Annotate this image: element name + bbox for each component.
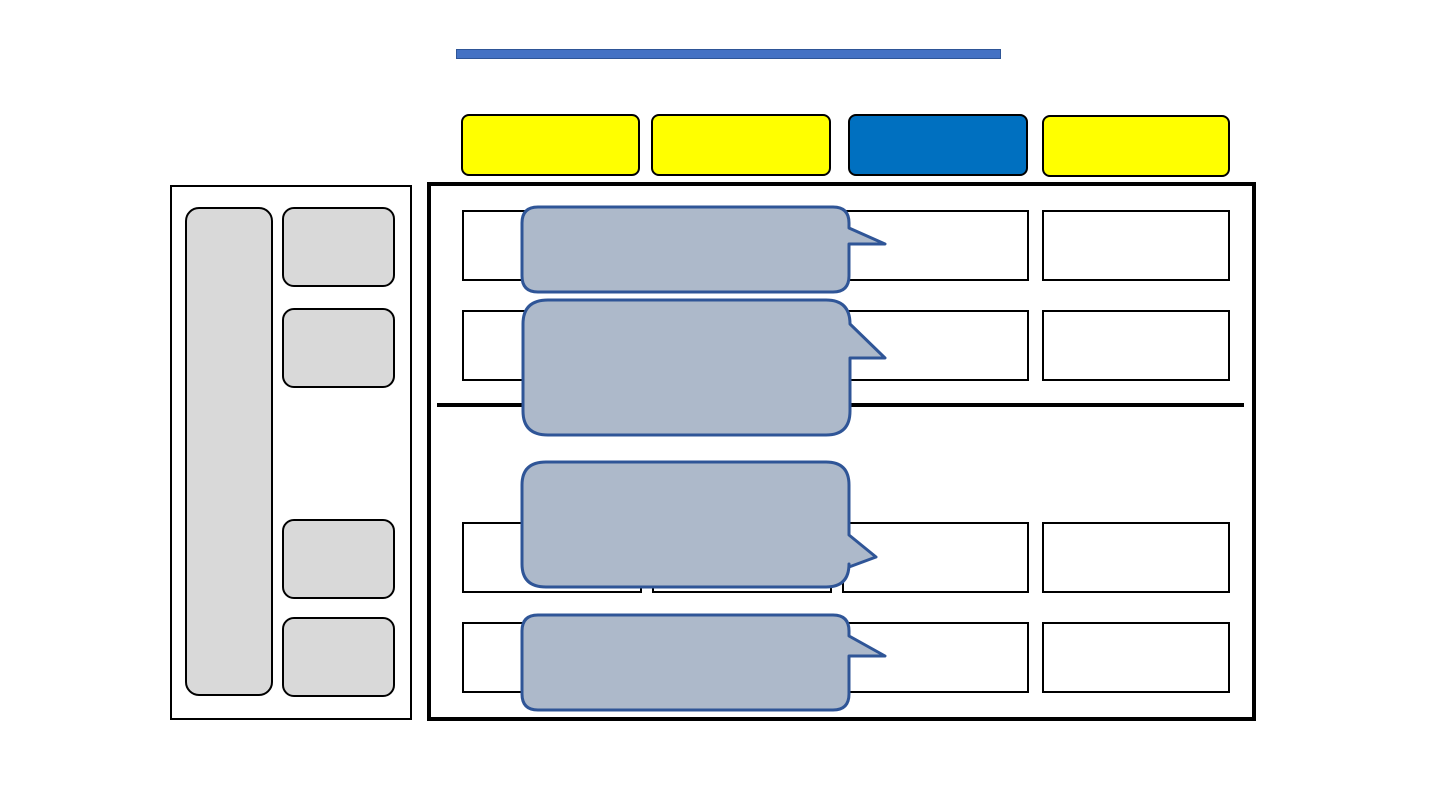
callout-4 [520,613,887,712]
grid-cell-r2-c4[interactable] [1042,310,1230,381]
title-bar [456,49,1001,59]
callout-3 [520,460,878,589]
side-box-1[interactable] [282,207,395,287]
grid-cell-r1-c4[interactable] [1042,210,1230,281]
tab-2[interactable] [651,114,831,176]
grid-cell-r4-c4[interactable] [1042,622,1230,693]
main-panel [427,182,1256,721]
side-nav-rail[interactable] [185,207,273,696]
side-box-4[interactable] [282,617,395,697]
callout-2 [521,298,887,437]
grid-cell-r3-c4[interactable] [1042,522,1230,593]
side-box-2[interactable] [282,308,395,388]
side-box-3[interactable] [282,519,395,599]
tab-3-selected[interactable] [848,114,1028,176]
tab-1[interactable] [461,114,640,176]
side-panel [170,185,412,720]
tab-4[interactable] [1042,115,1230,177]
callout-1 [520,205,887,294]
